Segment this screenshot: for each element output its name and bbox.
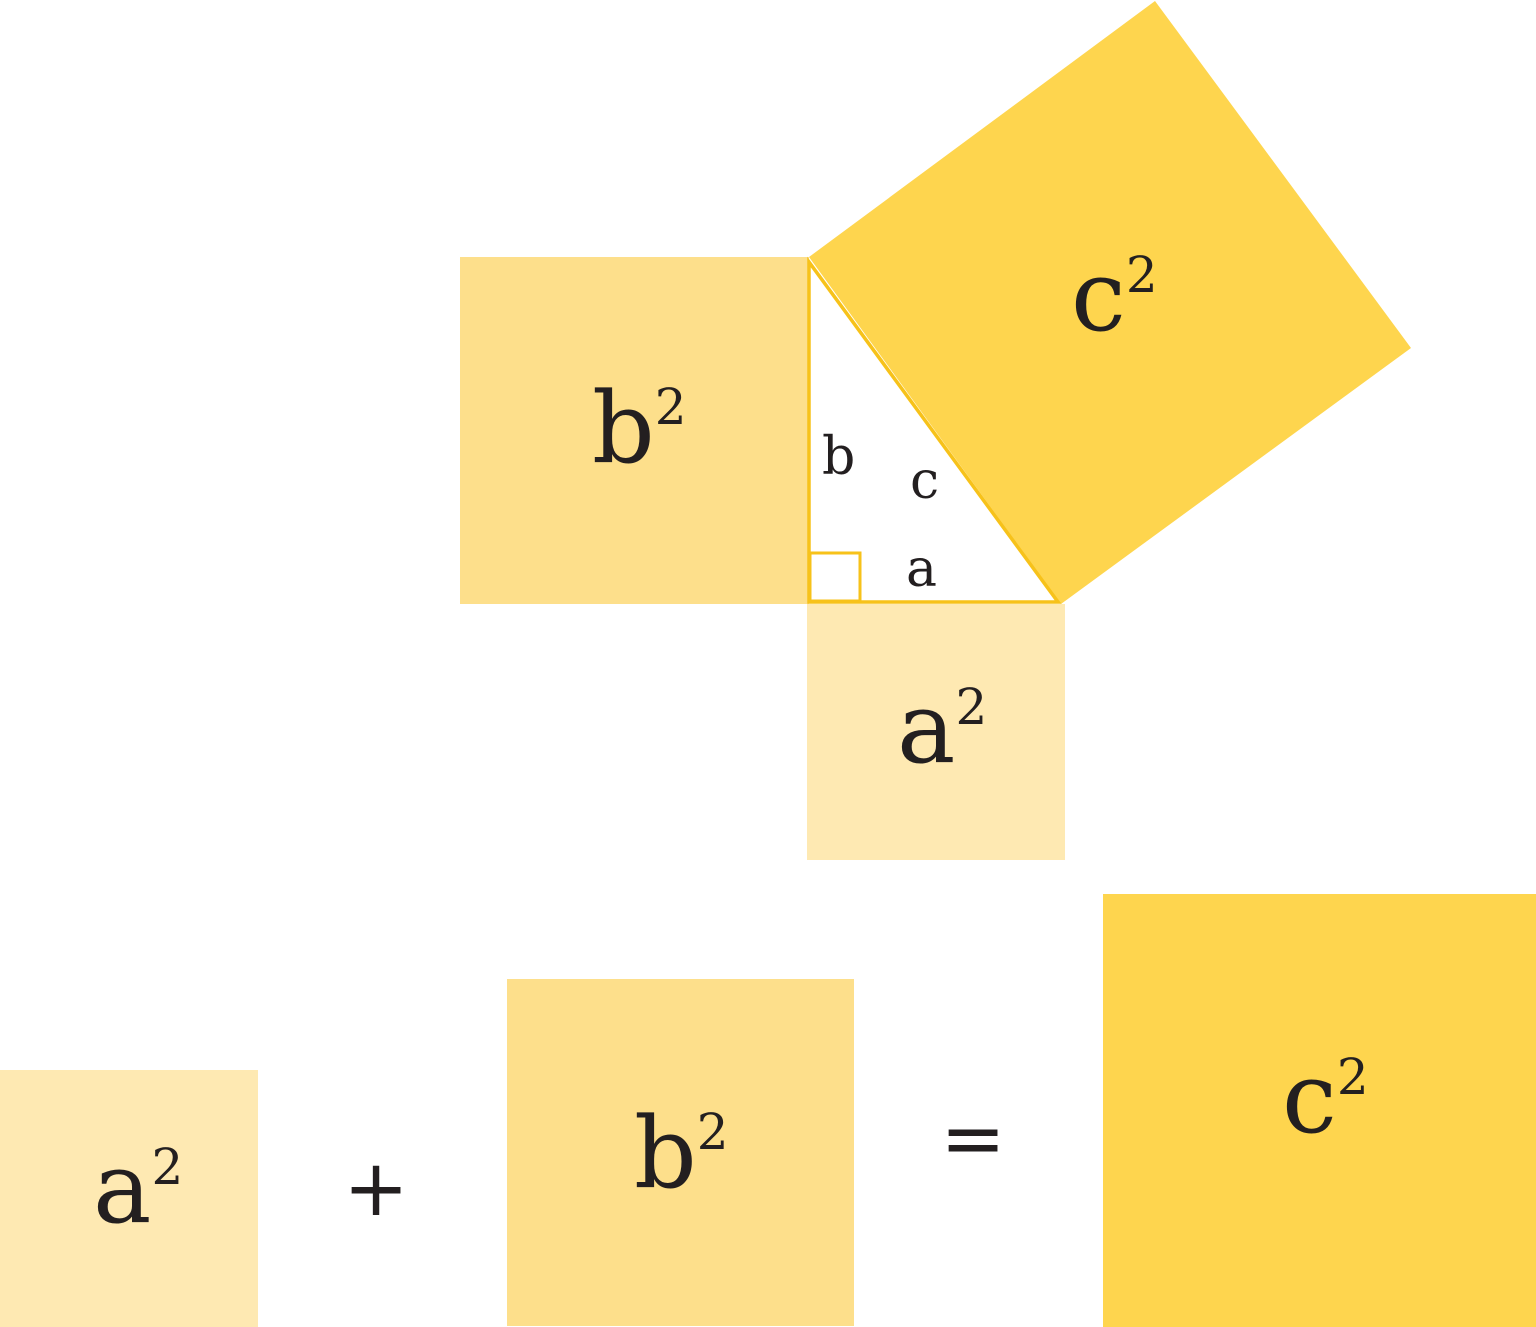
square-a — [807, 604, 1065, 860]
equation-square-b — [507, 979, 854, 1326]
right-triangle — [807, 256, 1062, 604]
right-angle-marker — [808, 551, 862, 603]
plus-sign: + — [343, 1144, 408, 1234]
label-c-squared: c2 — [1071, 240, 1158, 354]
equation-label-c-squared: c2 — [1282, 1042, 1369, 1156]
pythagoras-equation: a2 + b2 = c2 — [0, 894, 1536, 1327]
label-a-squared: a2 — [897, 672, 987, 786]
side-label-c: c — [910, 451, 939, 511]
square-b — [460, 257, 809, 604]
equation-square-c — [1103, 894, 1536, 1327]
equation-label-b-squared: b2 — [634, 1097, 729, 1211]
equation-label-a-squared: a2 — [93, 1132, 183, 1246]
label-b-squared: b2 — [592, 372, 687, 486]
pythagoras-figure: b2 c2 a2 b c a — [460, 1, 1411, 860]
equation-square-a — [0, 1070, 258, 1327]
equals-sign: = — [940, 1094, 1005, 1184]
square-c — [809, 1, 1411, 604]
side-label-b: b — [822, 427, 855, 487]
side-label-a: a — [906, 539, 937, 599]
